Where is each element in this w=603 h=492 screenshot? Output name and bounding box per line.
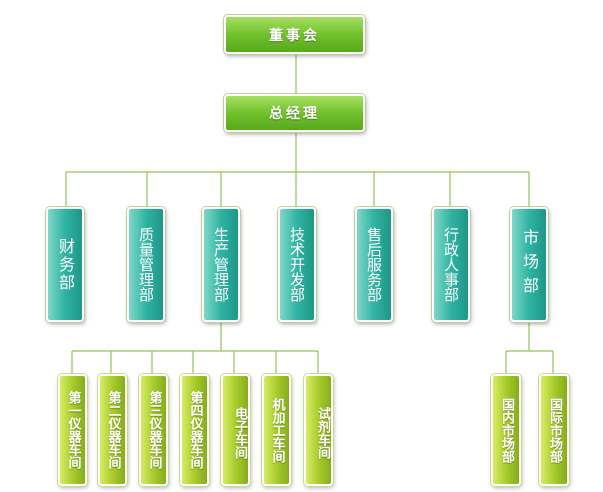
- department-production: 生产管理部: [202, 207, 240, 322]
- department-market: 市场部: [510, 207, 548, 322]
- board-node: 董事会: [224, 15, 365, 54]
- unit-domestic-market: 国内市场部: [491, 374, 521, 486]
- unit-electronics-workshop: 电子车间: [221, 374, 250, 486]
- unit-international-market: 国际市场部: [539, 374, 569, 486]
- unit-machining-workshop: 机加工车间: [262, 374, 291, 486]
- unit-workshop-3: 第三仪器车间: [139, 374, 168, 486]
- unit-workshop-4: 第四仪器车间: [180, 374, 209, 486]
- department-quality: 质量管理部: [127, 207, 165, 322]
- department-finance: 财务部: [46, 207, 84, 322]
- department-tech-development: 技术开发部: [278, 207, 316, 322]
- unit-workshop-1: 第一仪器车间: [58, 374, 87, 486]
- unit-workshop-2: 第二仪器车间: [98, 374, 127, 486]
- unit-reagent-workshop: 试剂车间: [304, 374, 333, 486]
- department-admin-hr: 行政人事部: [432, 207, 470, 322]
- general-manager-node: 总经理: [224, 94, 365, 132]
- department-after-sales: 售后服务部: [355, 207, 393, 322]
